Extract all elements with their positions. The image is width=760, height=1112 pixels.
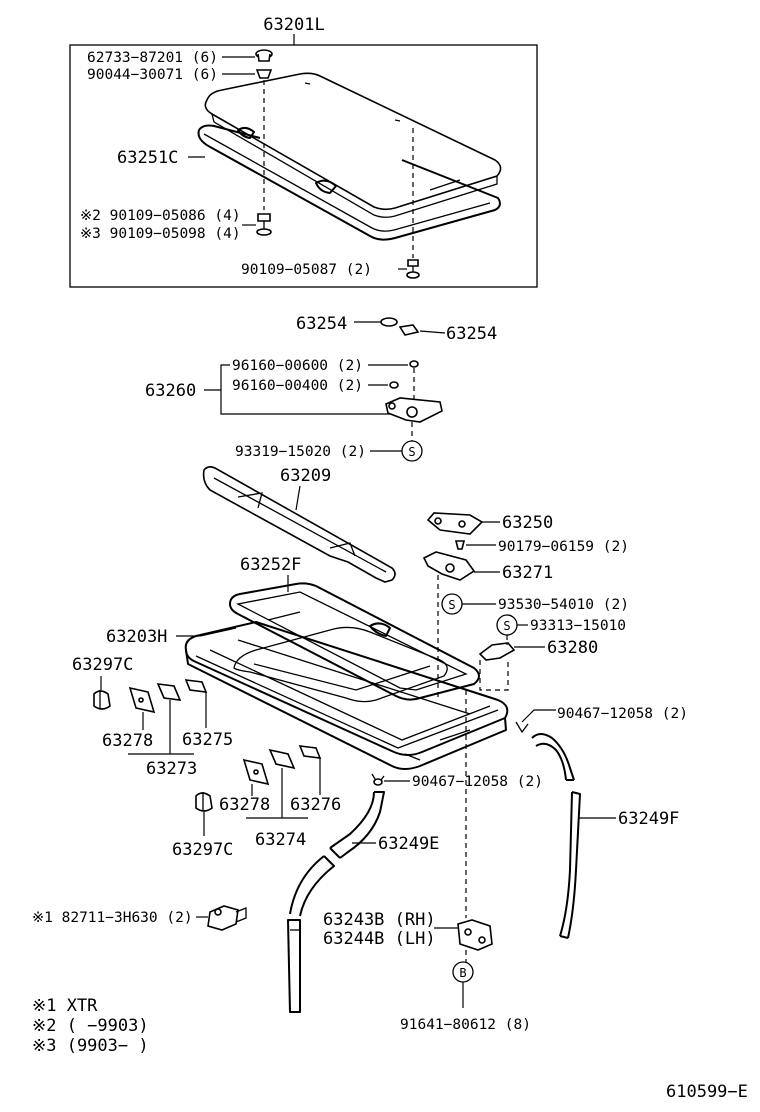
label-63274: 63274: [255, 830, 306, 850]
label-63254-right: 63254: [446, 324, 497, 344]
label-63251C: 63251C: [117, 148, 178, 168]
note-3: ※3 (9903− ): [32, 1036, 149, 1056]
label-90467-right: 90467−12058 (2): [557, 706, 688, 722]
circle-letter-s-93313: S: [503, 619, 510, 633]
frame-seal-63252F: [229, 582, 480, 701]
bolt-90109-05086: [256, 213, 272, 236]
label-96160-00400: 96160−00400 (2): [232, 378, 363, 394]
label-90109-05086: ※2 90109−05086 (4): [80, 208, 241, 224]
label-63252F: 63252F: [240, 555, 301, 575]
label-63273: 63273: [146, 759, 197, 779]
cable-guide-63280: [478, 635, 516, 661]
label-63249E: 63249E: [378, 834, 439, 854]
retainer-63275: [184, 679, 208, 693]
label-63260: 63260: [145, 381, 196, 401]
label-62733: 62733−87201 (6): [87, 50, 218, 66]
pad-63278-bottom: [242, 758, 270, 786]
clamp-90467-right: [515, 721, 529, 734]
label-96160-00600: 96160−00600 (2): [232, 358, 363, 374]
label-63201L: 63201L: [263, 15, 324, 35]
drain-hose-63249E: [287, 791, 385, 1013]
dash-63280: [479, 660, 509, 691]
label-63209: 63209: [280, 466, 331, 486]
clip-63273-top: [156, 683, 182, 701]
label-63271: 63271: [502, 563, 553, 583]
label-63244B: 63244B (LH): [323, 929, 436, 949]
label-93313: 93313−15010: [530, 618, 626, 634]
bracket-63243B: [457, 919, 493, 951]
sunroof-housing-63203H: [184, 621, 509, 770]
label-63249F: 63249F: [618, 809, 679, 829]
assembly-box-63201L: [69, 44, 538, 288]
label-63280: 63280: [547, 638, 598, 658]
label-91641: 91641−80612 (8): [400, 1017, 531, 1033]
label-82711: ※1 82711−3H630 (2): [32, 910, 193, 926]
washer-63254-a: [380, 317, 398, 327]
label-90044: 90044−30071 (6): [87, 67, 218, 83]
label-90109-05098: ※3 90109−05098 (4): [80, 226, 241, 242]
label-90109-05087: 90109−05087 (2): [241, 262, 372, 278]
washer-96160-00400: [389, 381, 399, 389]
label-63275: 63275: [182, 730, 233, 750]
circle-s-93319: [401, 440, 423, 462]
bracket-63271: [422, 551, 476, 581]
retainer-63276: [298, 745, 322, 759]
label-63250: 63250: [502, 513, 553, 533]
label-90179: 90179−06159 (2): [498, 539, 629, 555]
leader-63254-right: [419, 330, 446, 334]
circle-letter-s-93530: S: [448, 598, 455, 612]
leader-90467-right: [521, 709, 556, 723]
circle-letter-b-91641: B: [459, 966, 466, 980]
label-63243B: 63243B (RH): [323, 910, 436, 930]
clamp-90467-left: [371, 773, 385, 786]
label-90467-left: 90467−12058 (2): [412, 774, 543, 790]
bolt-90109-05087: [406, 259, 420, 279]
leader-63209: [295, 485, 301, 511]
screw-90044: [255, 69, 273, 79]
washer-96160-00600: [409, 360, 419, 368]
bracket-63250: [426, 512, 484, 535]
drain-hose-63249F: [531, 733, 581, 939]
cap-62733: [255, 49, 273, 62]
glass-panel: [204, 72, 502, 218]
sunshade-63209: [202, 466, 396, 583]
label-63203H: 63203H: [106, 627, 167, 647]
grommet-63297C-bottom: [195, 792, 213, 812]
label-63278-top: 63278: [102, 731, 153, 751]
clip-63274: [268, 748, 296, 770]
note-1: ※1 XTR: [32, 996, 98, 1016]
label-93530: 93530−54010 (2): [498, 597, 629, 613]
label-93319: 93319−15020 (2): [235, 444, 366, 460]
label-63254-left: 63254: [296, 314, 347, 334]
connector-82711: [207, 905, 247, 931]
bracket-part-63260: [385, 397, 443, 423]
label-63278-bottom: 63278: [219, 795, 270, 815]
screw-90179: [454, 540, 466, 550]
weatherstrip-63251C: [197, 124, 501, 241]
clip-63254-b: [398, 324, 420, 336]
label-63297C-bottom: 63297C: [172, 840, 233, 860]
pad-63278-top: [128, 686, 156, 714]
label-63276: 63276: [290, 795, 341, 815]
grommet-63297C-top: [93, 690, 111, 710]
circle-letter-s-93319: S: [408, 445, 415, 459]
diagram-id: 610599−E: [666, 1082, 748, 1102]
note-2: ※2 ( −9903): [32, 1016, 149, 1036]
label-63297C-top: 63297C: [72, 655, 133, 675]
